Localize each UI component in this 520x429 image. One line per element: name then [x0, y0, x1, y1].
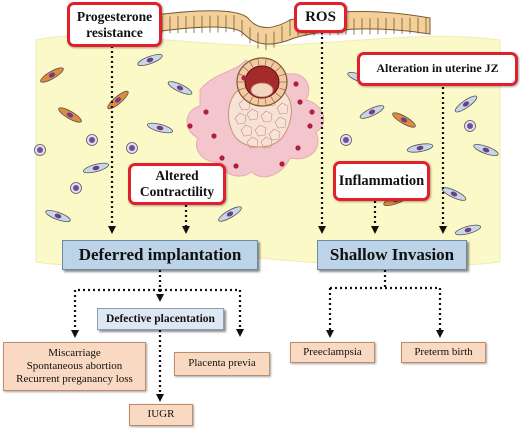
red-cell — [279, 161, 285, 167]
preeclampsia-box: Preeclampsia — [290, 342, 375, 363]
stromal-cell — [40, 67, 64, 83]
ring-cell — [270, 95, 275, 103]
altered-contractility-label: Altered Contractility — [139, 168, 215, 199]
alteration-uterine-jz-box: Alteration in uterine JZ — [357, 52, 518, 86]
inflammation-box: Inflammation — [333, 161, 430, 201]
red-cell — [295, 145, 301, 151]
miscarriage-line: Miscarriage — [48, 346, 101, 359]
preterm-birth-box: Preterm birth — [401, 342, 486, 363]
immune-cell — [70, 182, 82, 194]
preeclampsia-label: Preeclampsia — [303, 345, 362, 358]
red-cell — [307, 123, 313, 129]
stromal-cell — [137, 54, 163, 66]
trophoblast-cell — [274, 116, 287, 129]
stromal-cell — [107, 90, 129, 110]
alteration-uterine-jz-label: Alteration in uterine JZ — [376, 61, 499, 76]
trophoblast-cell — [260, 110, 273, 123]
ring-cell — [249, 61, 254, 69]
trophoblast-cell — [268, 128, 281, 141]
ring-cell — [257, 97, 260, 106]
trophoblast-cell — [240, 124, 253, 137]
ring-cell — [274, 92, 282, 98]
red-cell — [211, 133, 217, 139]
trophoblast-cell — [246, 108, 259, 121]
stromal-cell — [359, 105, 385, 119]
stromal-cell — [167, 81, 193, 95]
preterm-birth-label: Preterm birth — [414, 345, 473, 358]
immune-cell — [340, 134, 352, 146]
stromal-cell — [218, 206, 242, 222]
placenta-previa-label: Placenta previa — [188, 357, 256, 370]
ring-cell — [242, 92, 250, 98]
trophoblast-cell — [234, 112, 247, 125]
ring-cell — [277, 73, 286, 77]
trophoblast-cell — [254, 124, 267, 137]
spontaneous-abortion-line: Spontaneous abortion — [26, 359, 123, 372]
ring-cell — [274, 66, 282, 72]
red-cell — [187, 123, 193, 129]
connectors — [71, 32, 447, 402]
trophoblast-cell — [260, 136, 273, 149]
stromal-cell — [392, 112, 416, 128]
iugr-box: IUGR — [129, 404, 193, 426]
stromal-cell — [45, 210, 71, 222]
ring-cell — [257, 58, 260, 67]
iugr-label: IUGR — [147, 408, 175, 421]
deferred-implantation-label: Deferred implantation — [78, 245, 242, 264]
stromal-cell — [83, 162, 109, 174]
ring-cell — [238, 87, 247, 91]
ring-cell — [264, 97, 267, 106]
stromal-cell — [58, 107, 82, 123]
trophoblast-cell — [238, 98, 251, 111]
shallow-invasion-label: Shallow Invasion — [329, 245, 455, 264]
miscarriage-box: Miscarriage Spontaneous abortion Recurre… — [3, 342, 146, 391]
stromal-cell — [454, 95, 478, 113]
red-cell — [309, 109, 315, 115]
altered-contractility-box: Altered Contractility — [128, 163, 226, 205]
ring-cell — [270, 61, 275, 69]
red-cell — [293, 81, 299, 87]
ros-box: ROS — [294, 2, 347, 33]
red-cell — [219, 155, 225, 161]
recurrent-pregnancy-loss-line: Recurrent preganancy loss — [16, 373, 133, 386]
ring-cell — [264, 58, 267, 67]
stromal-cell — [473, 144, 499, 156]
deferred-implantation-box: Deferred implantation — [62, 240, 258, 270]
red-cell — [233, 163, 239, 169]
placenta-previa-box: Placenta previa — [174, 352, 270, 376]
immune-cell — [126, 142, 138, 154]
shallow-invasion-box: Shallow Invasion — [317, 240, 467, 270]
progesterone-resistance-label: Progesterone resistance — [76, 8, 153, 40]
ring-cell — [249, 95, 254, 103]
ros-label: ROS — [305, 8, 336, 25]
epithelium-layer — [139, 10, 431, 50]
immune-cell — [34, 144, 46, 156]
trophoblast-cell — [276, 102, 289, 115]
stromal-cell — [147, 122, 173, 134]
inflammation-label: Inflammation — [338, 172, 425, 189]
trophoblast-cell — [246, 136, 259, 149]
ring-cell — [277, 87, 286, 91]
red-cell — [297, 99, 303, 105]
red-cell — [203, 109, 209, 115]
immune-cell — [464, 120, 476, 132]
progesterone-resistance-box: Progesterone resistance — [67, 2, 162, 47]
red-cell — [241, 75, 247, 81]
ring-cell — [242, 66, 250, 72]
defective-placentation-box: Defective placentation — [97, 308, 224, 330]
stromal-cell — [455, 224, 481, 236]
immune-cell — [86, 134, 98, 146]
stromal-cell — [406, 143, 434, 153]
defective-placentation-label: Defective placentation — [106, 313, 215, 325]
